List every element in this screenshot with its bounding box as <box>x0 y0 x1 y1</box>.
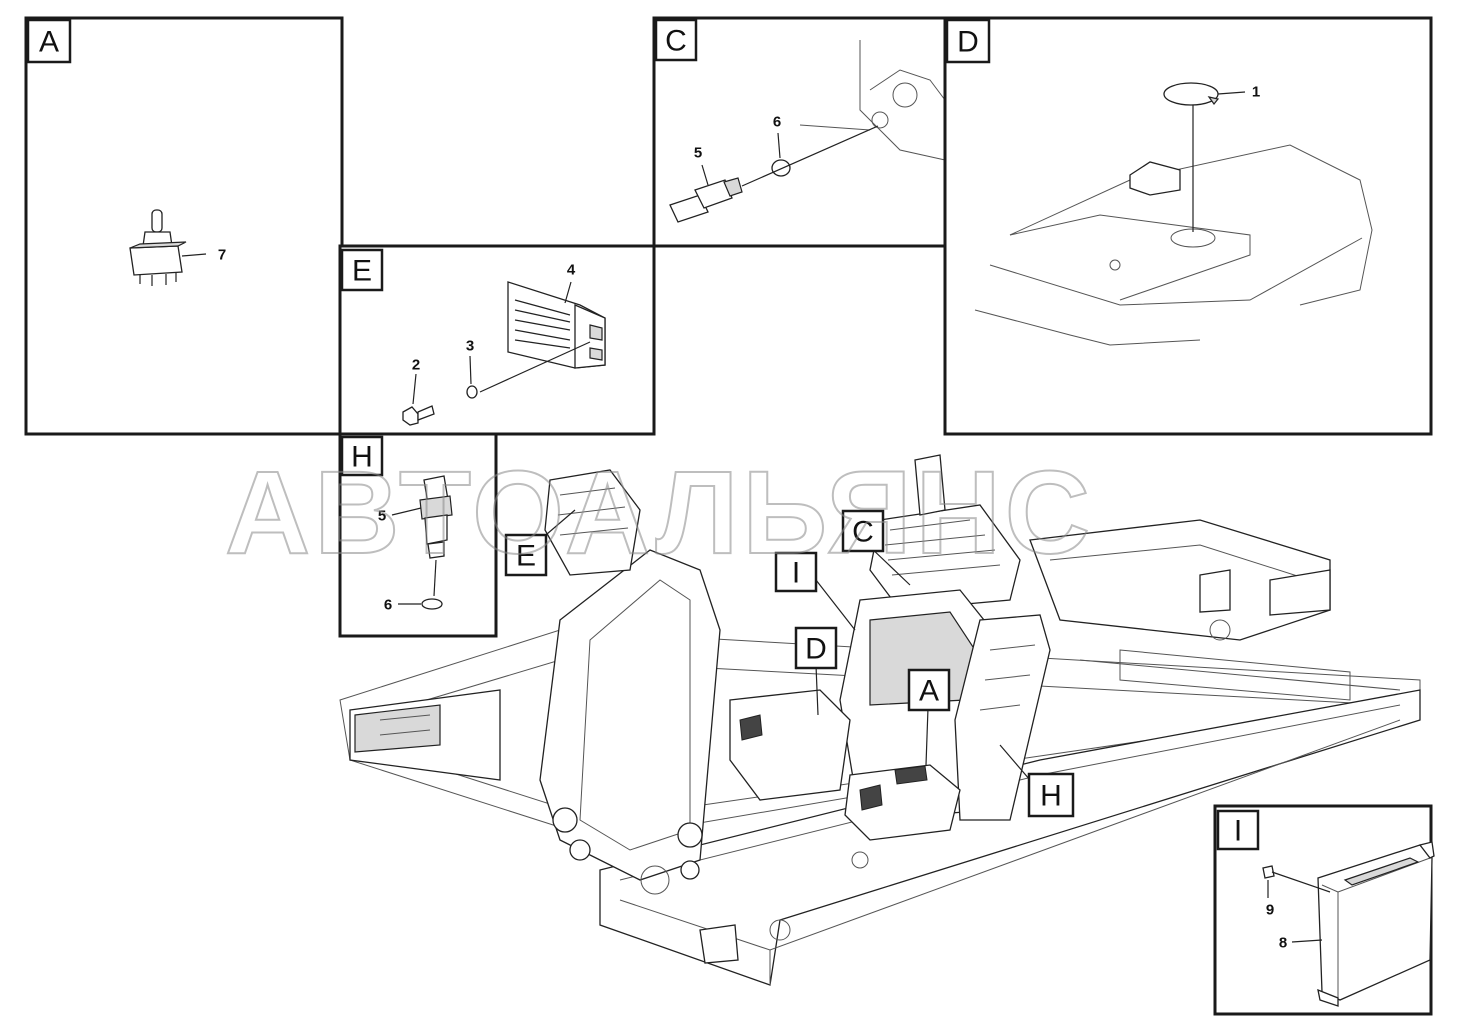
panel-c-callout-6: 6 <box>773 114 781 131</box>
panel-d: D 1 <box>943 16 1433 436</box>
panel-h-tag: H <box>351 441 373 474</box>
panel-d-tag-box <box>945 18 991 64</box>
pressure-sensor-part <box>669 177 743 223</box>
panel-c-callout-5: 5 <box>694 145 702 162</box>
washer-part <box>466 385 478 399</box>
panel-e-callout-3: 3 <box>466 338 474 355</box>
panel-e-callout-2: 2 <box>412 357 420 374</box>
overview-tag-e: E <box>504 533 548 577</box>
panel-e: E 4 2 3 <box>338 244 656 436</box>
panel-c-tag-box <box>654 18 698 62</box>
panel-a-tag-box <box>26 18 72 64</box>
panel-i-callout-8: 8 <box>1279 935 1287 952</box>
cap-part <box>1163 82 1220 106</box>
svg-text:A: A <box>919 675 939 708</box>
panel-a-callout-7: 7 <box>218 247 226 264</box>
svg-text:C: C <box>852 516 874 549</box>
panel-h: H 5 6 <box>338 432 498 638</box>
panel-a-tag: A <box>39 26 59 59</box>
panel-i-callout-9: 9 <box>1266 902 1274 919</box>
o-ring-part-h <box>421 598 443 610</box>
svg-text:I: I <box>792 557 800 590</box>
svg-text:H: H <box>1040 780 1062 813</box>
panel-i-tag-box <box>1216 809 1260 851</box>
panel-h-callout-6: 6 <box>384 597 392 614</box>
panel-c-tag: C <box>665 25 687 58</box>
control-unit-part <box>1317 841 1435 1007</box>
overview-tag-h: H <box>1027 772 1075 818</box>
panel-e-callout-4: 4 <box>567 262 576 279</box>
svg-text:E: E <box>516 540 536 573</box>
overview-tag-a: A <box>907 668 951 712</box>
bolt-part <box>402 405 435 426</box>
o-ring-part <box>771 159 791 177</box>
panel-d-callout-1: 1 <box>1252 84 1260 101</box>
overview-tag-d: D <box>794 626 838 670</box>
overview-tag-i: I <box>774 551 818 593</box>
toggle-switch-part <box>129 209 187 286</box>
panel-i-tag: I <box>1234 815 1242 848</box>
panel-e-tag: E <box>352 255 372 288</box>
watermark-text: АВТОАЛЬЯНС <box>225 447 1094 579</box>
panel-d-tag: D <box>957 26 979 59</box>
panel-h-tag-box <box>340 435 384 477</box>
panel-h-callout-5: 5 <box>378 508 386 525</box>
panel-i: I 9 8 <box>1213 804 1435 1016</box>
svg-text:D: D <box>805 633 827 666</box>
overview-tag-c: C <box>841 509 885 553</box>
panel-a: A 7 <box>24 16 344 436</box>
screw-part <box>1262 865 1275 879</box>
pressure-sensor-part-h <box>419 475 453 559</box>
panel-e-tag-box <box>340 248 384 292</box>
panel-c: C 5 6 <box>652 16 948 248</box>
